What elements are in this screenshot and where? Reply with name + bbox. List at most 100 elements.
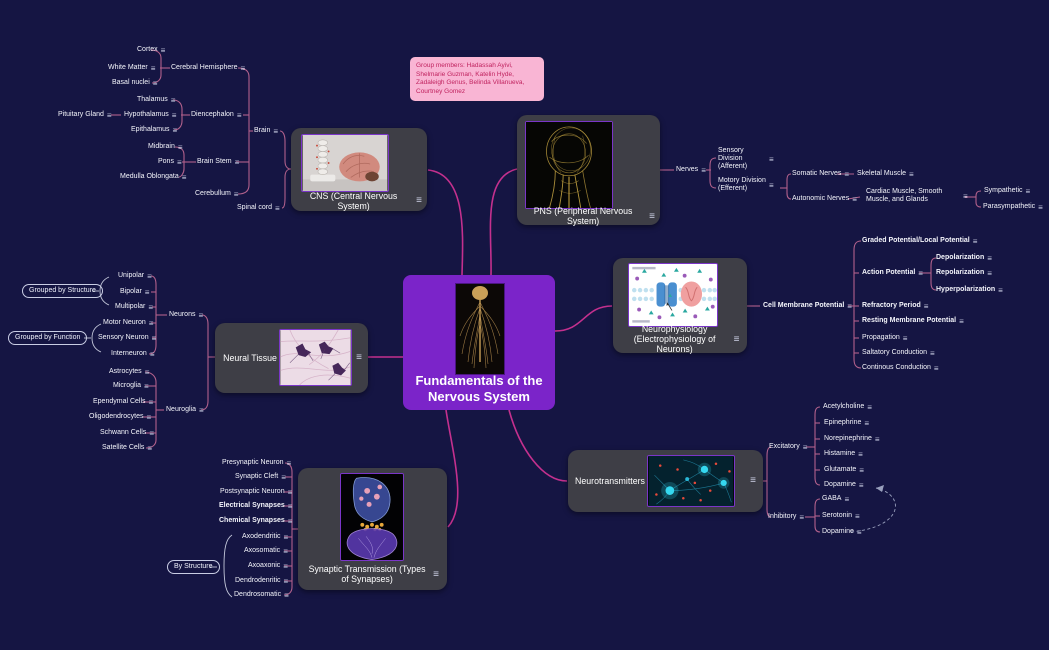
notes-icon[interactable] xyxy=(173,127,178,134)
topic-continous-conduction[interactable]: Continous Conduction xyxy=(862,364,939,372)
topic-autonomic-nerves[interactable]: Autonomic Nerves xyxy=(792,195,857,203)
topic-axosomatic[interactable]: Axosomatic xyxy=(244,547,288,555)
group-grouped-by-structure[interactable]: Grouped by Structure xyxy=(22,284,103,298)
notes-icon[interactable] xyxy=(859,482,864,489)
notes-icon[interactable] xyxy=(875,436,880,443)
notes-icon[interactable] xyxy=(918,270,923,277)
notes-icon[interactable] xyxy=(178,144,183,151)
notes-icon[interactable] xyxy=(998,287,1003,294)
topic-action-potential[interactable]: Action Potential xyxy=(862,269,923,277)
central-topic[interactable]: Fundamentals of the Nervous System xyxy=(403,275,555,410)
notes-icon[interactable] xyxy=(867,404,872,411)
topic-basal-nuclei[interactable]: Basal nuclei xyxy=(112,79,157,87)
topic-gaba[interactable]: GABA xyxy=(822,495,849,503)
topic-inhibitory[interactable]: Inhibitory xyxy=(768,513,804,521)
notes-icon[interactable] xyxy=(235,159,240,166)
notes-icon[interactable] xyxy=(107,112,112,119)
synaptic-transmission-node[interactable]: Synaptic Transmission (Types of Synapses… xyxy=(298,468,447,590)
notes-icon[interactable] xyxy=(844,496,849,503)
notes-icon[interactable] xyxy=(934,365,939,372)
topic-dopamine-excitatory[interactable]: Dopamine xyxy=(824,481,864,489)
notes-icon[interactable] xyxy=(288,518,293,525)
topic-spinal-cord[interactable]: Spinal cord xyxy=(237,204,280,212)
topic-dendrodenritic[interactable]: Dendrodenritic xyxy=(235,577,288,585)
notes-icon[interactable] xyxy=(273,128,278,135)
topic-ependymal-cells[interactable]: Ependymal Cells xyxy=(93,398,153,406)
topic-satellite-cells[interactable]: Satellite Cells xyxy=(102,444,152,452)
topic-cardiac-smooth-glands[interactable]: Cardiac Muscle, Smooth Muscle, and Gland… xyxy=(866,188,968,204)
topic-serotonin[interactable]: Serotonin xyxy=(822,512,860,520)
topic-neurons[interactable]: Neurons xyxy=(169,311,203,319)
notes-icon[interactable] xyxy=(909,171,914,178)
topic-brain[interactable]: Brain xyxy=(254,127,278,135)
notes-icon[interactable] xyxy=(963,193,968,200)
topic-chemical-synapses[interactable]: Chemical Synapses xyxy=(219,517,292,525)
topic-pituitary-gland[interactable]: Pituitary Gland xyxy=(58,111,112,119)
notes-icon[interactable] xyxy=(859,467,864,474)
notes-icon[interactable] xyxy=(973,238,978,245)
notes-icon[interactable] xyxy=(161,47,166,54)
notes-icon[interactable] xyxy=(145,369,150,376)
notes-icon[interactable] xyxy=(150,351,155,358)
topic-sympathetic[interactable]: Sympathetic xyxy=(984,187,1030,195)
topic-postsynaptic-neuron[interactable]: Postsynaptic Neuron xyxy=(220,488,292,496)
neurotransmitters-node[interactable]: Neurotransmitters xyxy=(568,450,763,512)
notes-icon[interactable] xyxy=(275,205,280,212)
notes-icon[interactable] xyxy=(283,563,288,570)
notes-icon[interactable] xyxy=(198,312,203,319)
topic-depolarization[interactable]: Depolarization xyxy=(936,254,992,262)
notes-icon[interactable] xyxy=(177,159,182,166)
notes-icon[interactable] xyxy=(146,414,151,421)
topic-cell-membrane-potential[interactable]: Cell Membrane Potential xyxy=(763,302,852,310)
notes-icon[interactable] xyxy=(924,303,929,310)
notes-icon[interactable] xyxy=(769,156,774,163)
topic-saltatory-conduction[interactable]: Saltatory Conduction xyxy=(862,349,935,357)
topic-cerebellum[interactable]: Cerebullum xyxy=(195,190,238,198)
notes-icon[interactable] xyxy=(734,336,740,343)
topic-sensory-division[interactable]: Sensory Division (Afferent) xyxy=(718,147,774,171)
notes-icon[interactable] xyxy=(416,197,422,204)
notes-icon[interactable] xyxy=(153,80,158,87)
notes-icon[interactable] xyxy=(284,592,289,599)
topic-repolarization[interactable]: Repolarization xyxy=(936,269,992,277)
group-members-note[interactable]: Group members: Hadassah Ayivi, Shelmarie… xyxy=(410,57,544,101)
notes-icon[interactable] xyxy=(145,289,150,296)
notes-icon[interactable] xyxy=(750,477,756,484)
topic-motor-neuron[interactable]: Motor Neuron xyxy=(103,319,153,327)
notes-icon[interactable] xyxy=(858,451,863,458)
notes-icon[interactable] xyxy=(171,97,176,104)
notes-icon[interactable] xyxy=(151,65,156,72)
notes-icon[interactable] xyxy=(803,444,808,451)
topic-midbrain[interactable]: Midbrain xyxy=(148,143,183,151)
notes-icon[interactable] xyxy=(844,171,849,178)
topic-axodendritic[interactable]: Axodendritic xyxy=(242,533,288,541)
topic-sensory-neuron[interactable]: Sensory Neuron xyxy=(98,334,156,342)
notes-icon[interactable] xyxy=(152,335,157,342)
notes-icon[interactable] xyxy=(147,273,152,280)
topic-refractory-period[interactable]: Refractory Period xyxy=(862,302,928,310)
topic-dendrosomatic[interactable]: Dendrosomatic xyxy=(234,591,289,599)
topic-hypothalamus[interactable]: Hypothalamus xyxy=(124,111,176,119)
notes-icon[interactable] xyxy=(286,460,291,467)
notes-icon[interactable] xyxy=(701,167,706,174)
notes-icon[interactable] xyxy=(149,430,154,437)
topic-cerebral-hemisphere[interactable]: Cerebral Hemisphere xyxy=(171,64,245,72)
topic-resting-membrane-potential[interactable]: Resting Membrane Potential xyxy=(862,317,964,325)
neural-tissue-node[interactable]: Neural Tissue xyxy=(215,323,368,393)
topic-propagation[interactable]: Propagation xyxy=(862,334,907,342)
topic-glutamate[interactable]: Glutamate xyxy=(824,466,864,474)
notes-icon[interactable] xyxy=(148,304,153,311)
topic-excitatory[interactable]: Excitatory xyxy=(769,443,807,451)
notes-icon[interactable] xyxy=(182,174,187,181)
notes-icon[interactable] xyxy=(959,318,964,325)
topic-epithalamus[interactable]: Epithalamus xyxy=(131,126,177,134)
topic-hyperpolarization[interactable]: Hyperpolarization xyxy=(936,286,1003,294)
notes-icon[interactable] xyxy=(903,335,908,342)
notes-icon[interactable] xyxy=(241,65,246,72)
topic-parasympathetic[interactable]: Parasympathetic xyxy=(983,203,1043,211)
notes-icon[interactable] xyxy=(769,182,774,189)
topic-motory-division[interactable]: Motory Division (Efferent) xyxy=(718,177,774,193)
topic-dopamine-inhibitory[interactable]: Dopamine xyxy=(822,528,862,536)
pns-node[interactable]: PNS (Peripheral Nervous System) xyxy=(517,115,660,226)
topic-brain-stem[interactable]: Brain Stem xyxy=(197,158,239,166)
